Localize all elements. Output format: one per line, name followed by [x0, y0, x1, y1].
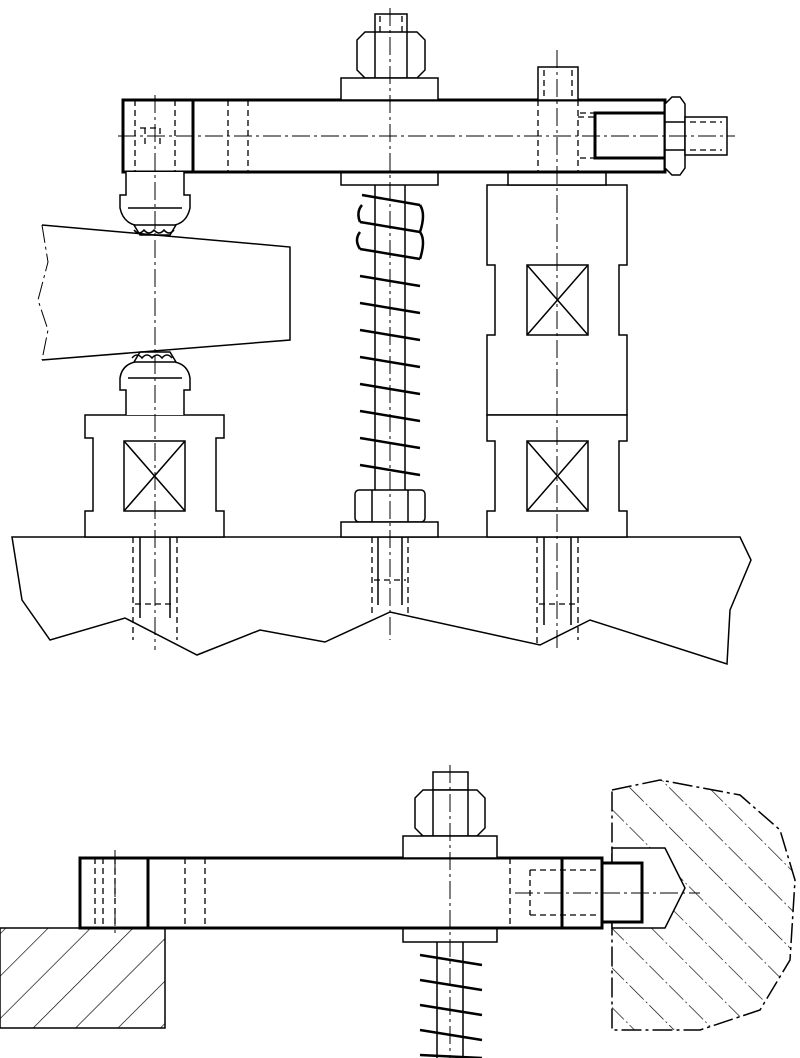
base-plate [11, 536, 752, 666]
base-threaded-holes [132, 537, 579, 645]
left-fixed-support [0, 927, 166, 1029]
lower-spring [419, 942, 483, 1058]
right-workpiece-section [611, 779, 796, 1031]
clamp-bar-bottom [78, 856, 644, 930]
centerlines-top [118, 8, 735, 650]
bottom-assembly [0, 765, 796, 1058]
top-assembly [11, 8, 752, 666]
centerlines-bottom [114, 765, 700, 1058]
workpiece [37, 224, 291, 361]
right-stud [537, 66, 579, 101]
top-hex-nut [340, 13, 439, 101]
